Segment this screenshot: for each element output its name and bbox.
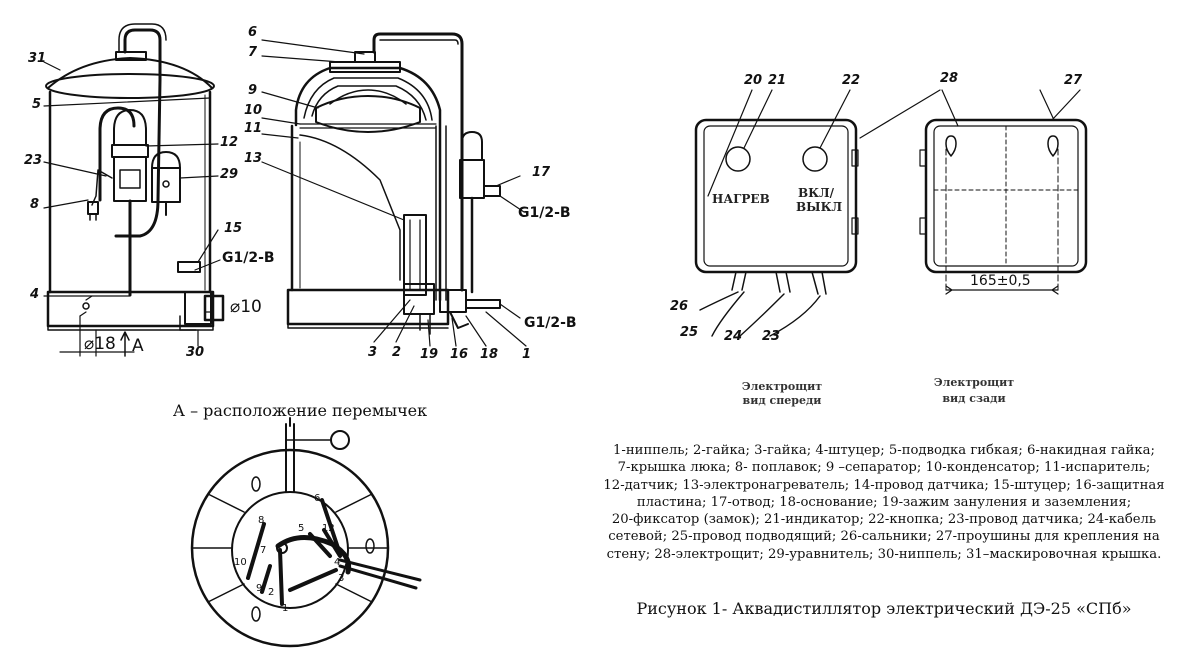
callout-thread-g12b-lower: G1/2-B [524, 315, 577, 331]
callout-17: 17 [532, 165, 551, 180]
control-panel-front [694, 89, 1081, 337]
callout-28: 28 [940, 71, 959, 86]
figure-title: Рисунок 1- Аквадистиллятор электрический… [636, 599, 1132, 618]
back-view-caption-line2: вид сзади [942, 392, 1006, 405]
callout-thread-g12b: G1/2-B [222, 250, 275, 266]
callout-15: 15 [224, 221, 243, 236]
legend-line: пластина; 17-отвод; 18-основание; 19-заж… [636, 494, 1132, 510]
distiller-section-view [261, 32, 527, 347]
callout-1: 1 [522, 347, 532, 362]
callout-18: 18 [480, 347, 499, 362]
jumper-pin-7: 7 [260, 545, 267, 556]
callout-3: 3 [368, 345, 378, 360]
jumper-pin-10: 10 [234, 557, 247, 568]
jumper-pin-12: 12 [322, 523, 335, 534]
mounting-dimension: 165±0,5 [970, 273, 1031, 289]
callout-8: 8 [30, 197, 40, 212]
jumper-pin-1: 1 [282, 603, 289, 614]
parts-legend: 1-ниппель; 2-гайка; 3-гайка; 4-штуцер; 5… [585, 442, 1183, 563]
callout-11: 11 [244, 121, 263, 136]
legend-line: стену; 28-электрощит; 29-уравнитель; 30-… [606, 546, 1162, 562]
legend-line: 1-ниппель; 2-гайка; 3-гайка; 4-штуцер; 5… [613, 443, 1155, 458]
callout-31: 31 [28, 51, 47, 66]
callout-7: 7 [248, 45, 258, 60]
callout-30: 30 [186, 345, 205, 360]
callout-23-panel: 23 [762, 329, 781, 344]
jumper-pin-8: 8 [258, 515, 265, 526]
callout-19: 19 [420, 347, 439, 362]
callout-thread-g12b-upper: G1/2-B [518, 205, 571, 221]
jumper-pin-4: 4 [334, 557, 341, 568]
callout-12: 12 [220, 135, 239, 150]
callout-13: 13 [244, 151, 263, 166]
control-panel-back [919, 118, 1088, 295]
jumper-pin-2: 2 [268, 587, 275, 598]
view-arrow-label: A [132, 336, 144, 356]
callout-4: 4 [30, 287, 40, 302]
callout-29: 29 [220, 167, 239, 182]
jumper-layout-diagram [190, 417, 422, 648]
callout-10: 10 [244, 103, 263, 118]
power-button-label-line1: ВКЛ/ [798, 186, 835, 200]
jumper-pin-9: 9 [256, 583, 263, 594]
callout-23: 23 [24, 153, 43, 168]
front-view-caption-line2: вид спереди [742, 394, 822, 407]
jumper-pin-5: 5 [298, 523, 305, 534]
dimension-diameter-10: ⌀10 [230, 297, 262, 317]
callout-16: 16 [450, 347, 469, 362]
legend-line: 7-крышка люка; 8- поплавок; 9 –сепаратор… [617, 460, 1151, 476]
legend-line: 12-датчик; 13-электронагреватель; 14-про… [603, 477, 1165, 493]
callout-22: 22 [842, 73, 861, 88]
callout-5: 5 [32, 97, 42, 112]
callout-20: 20 [744, 73, 763, 88]
jumper-pin-3: 3 [338, 573, 345, 584]
jumper-pin-6: 6 [314, 493, 321, 504]
distiller-exterior-view [43, 23, 225, 357]
callout-25: 25 [680, 325, 699, 340]
legend-line: сетевой; 25-провод подводящий; 26-сальни… [608, 529, 1160, 545]
power-button-label-line2: ВЫКЛ [796, 200, 843, 214]
jumper-layout-title: А – расположение перемычек [172, 401, 428, 420]
callout-9: 9 [248, 83, 258, 98]
legend-line: 20-фиксатор (замок); 21-индикатор; 22-кн… [611, 512, 1157, 528]
callout-2: 2 [392, 345, 402, 360]
callout-24: 24 [724, 329, 743, 344]
callout-27: 27 [1064, 73, 1083, 88]
heating-indicator-label: НАГРЕВ [712, 192, 770, 206]
callout-26: 26 [670, 299, 689, 314]
callout-6: 6 [248, 25, 258, 40]
callout-21: 21 [768, 73, 787, 88]
dimension-diameter-18: ⌀18 [84, 334, 116, 354]
front-view-caption-line1: Электрощит [741, 380, 823, 393]
back-view-caption-line1: Электрощит [933, 376, 1015, 389]
